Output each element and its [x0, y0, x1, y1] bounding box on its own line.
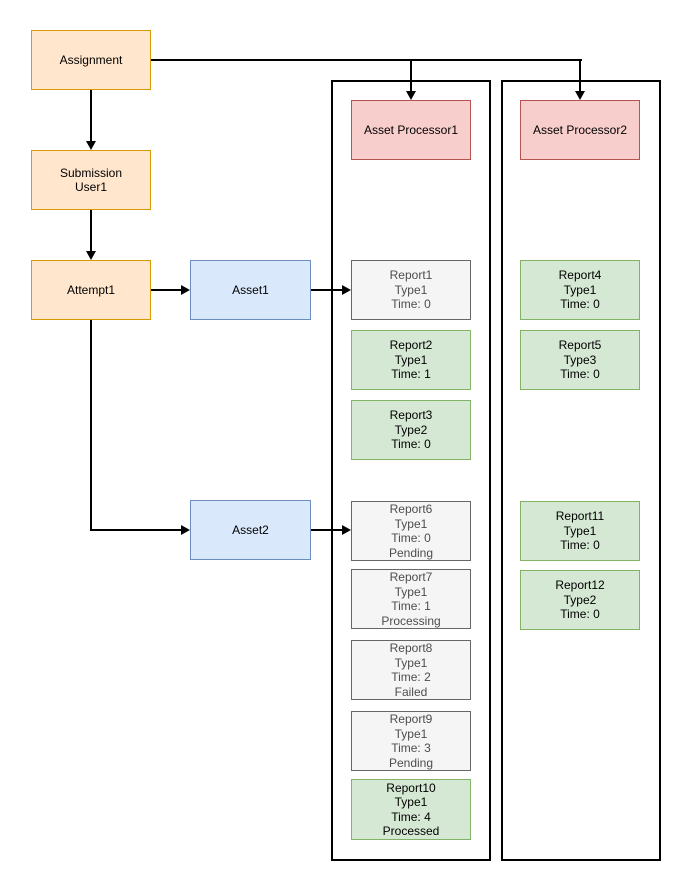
arrowhead-right-icon	[181, 525, 190, 535]
arrowhead-right-icon	[342, 525, 351, 535]
node-report4: Report4 Type1 Time: 0	[520, 260, 640, 320]
node-asset2: Asset2	[190, 500, 311, 560]
node-assignment: Assignment	[31, 30, 151, 90]
edge-attempt1-asset1	[151, 289, 182, 291]
node-report10: Report10 Type1 Time: 4 Processed	[351, 779, 471, 840]
edge-assignment-submission	[90, 90, 92, 142]
node-report12: Report12 Type2 Time: 0	[520, 570, 640, 630]
node-attempt1: Attempt1	[31, 260, 151, 320]
arrowhead-down-icon	[406, 91, 416, 100]
edge-attempt1-asset2-horizontal	[90, 529, 182, 531]
edge-submission-attempt1	[90, 210, 92, 252]
node-asset-processor2: Asset Processor2	[520, 100, 640, 160]
node-report6: Report6 Type1 Time: 0 Pending	[351, 501, 471, 561]
edge-assignment-processor2-vertical	[579, 59, 581, 92]
arrowhead-down-icon	[86, 251, 96, 260]
node-report5: Report5 Type3 Time: 0	[520, 330, 640, 390]
arrowhead-right-icon	[342, 285, 351, 295]
node-report8: Report8 Type1 Time: 2 Failed	[351, 640, 471, 700]
arrowhead-right-icon	[181, 285, 190, 295]
node-report7: Report7 Type1 Time: 1 Processing	[351, 569, 471, 629]
arrowhead-down-icon	[86, 141, 96, 150]
node-report3: Report3 Type2 Time: 0	[351, 400, 471, 460]
arrowhead-down-icon	[575, 91, 585, 100]
node-report2: Report2 Type1 Time: 1	[351, 330, 471, 390]
node-report11: Report11 Type1 Time: 0	[520, 501, 640, 561]
node-asset1: Asset1	[190, 260, 311, 320]
node-report9: Report9 Type1 Time: 3 Pending	[351, 711, 471, 771]
edge-attempt1-asset2-vertical	[90, 320, 92, 531]
node-report1: Report1 Type1 Time: 0	[351, 260, 471, 320]
edge-assignment-processors-horizontal	[151, 59, 582, 61]
edge-asset1-report1	[311, 289, 343, 291]
processor2-lane	[501, 80, 661, 861]
edge-asset2-report6	[311, 529, 343, 531]
node-asset-processor1: Asset Processor1	[351, 100, 471, 160]
node-submission-user1: Submission User1	[31, 150, 151, 210]
edge-assignment-processor1-vertical	[410, 59, 412, 92]
